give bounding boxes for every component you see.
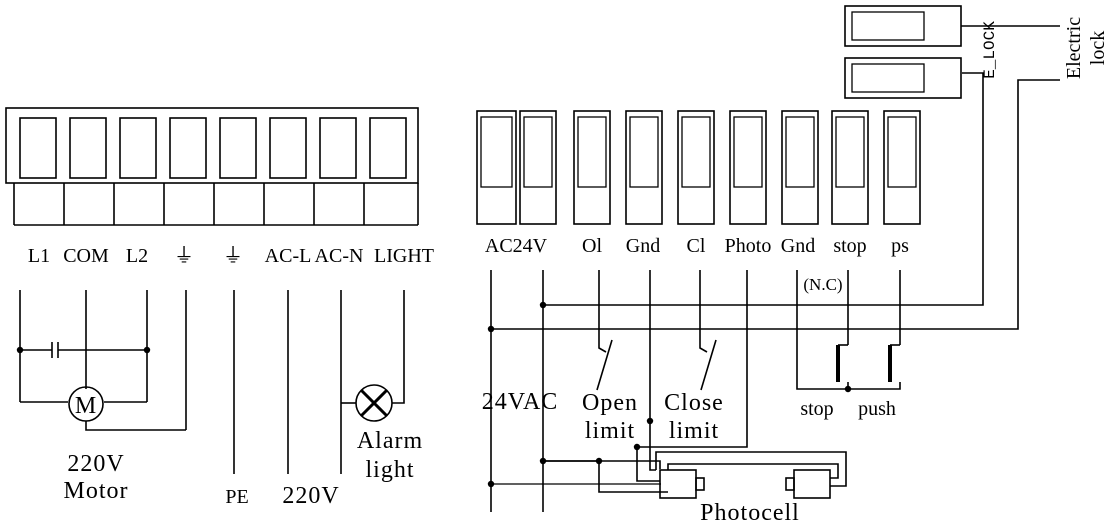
electric-label: Electric [1063, 17, 1085, 79]
stop-button-label: stop [800, 398, 833, 420]
nc-label: (N.C) [803, 275, 842, 294]
terminal-label-gnd: Gnd [626, 235, 660, 257]
lock-label: lock [1087, 31, 1109, 65]
photocell-receiver [785, 469, 831, 499]
terminal-label-ac24v: AC24V [485, 235, 548, 257]
terminal-label-ol: Ol [582, 235, 602, 257]
photocell-label: Photocell [700, 500, 800, 526]
open-limit-label: limit [585, 418, 635, 444]
open-label: Open [582, 390, 638, 416]
terminal-label-com: COM [63, 245, 109, 267]
close-limit-switch [699, 270, 717, 391]
alarm-light-label: light [365, 457, 414, 483]
vac-label: 24VAC [482, 389, 559, 415]
terminal-label-ac-l: AC-L [265, 245, 312, 267]
ground-icon: ⏚ [223, 245, 243, 267]
open-limit-switch [595, 270, 668, 493]
terminal-label-l2: L2 [126, 245, 148, 267]
alarm-label: Alarm [357, 428, 423, 454]
terminal-label-ps: ps [891, 235, 909, 257]
elock-label: E_LOCK [981, 21, 999, 79]
motor-voltage-label: 220V [67, 451, 124, 477]
terminal-label-l1: L1 [28, 245, 50, 267]
pe-label: PE [225, 486, 248, 508]
control-terminal-block [476, 110, 921, 225]
motor-label: Motor [64, 478, 129, 504]
terminal-label-gnd-2: Gnd [781, 235, 815, 257]
ground-icon: ⏚ [174, 245, 194, 267]
close-limit-label: limit [669, 418, 719, 444]
terminal-label-photo: Photo [725, 235, 772, 257]
terminal-label-ac-n: AC-N [315, 245, 364, 267]
stop-push-buttons [796, 270, 901, 393]
terminal-label-stop: stop [833, 235, 866, 257]
motor-symbol: M [75, 393, 97, 419]
terminal-label-light: LIGHT [374, 245, 434, 267]
supply-voltage-label: 220V [282, 483, 339, 509]
push-button-label: push [858, 398, 896, 420]
electric-lock [844, 5, 1060, 99]
photocell-transmitter [659, 469, 705, 499]
power-terminal-block [5, 107, 419, 226]
motor-circuit: M [16, 290, 187, 431]
close-label: Close [664, 390, 724, 416]
alarm-lamp [341, 290, 405, 422]
terminal-label-cl: Cl [687, 235, 706, 257]
